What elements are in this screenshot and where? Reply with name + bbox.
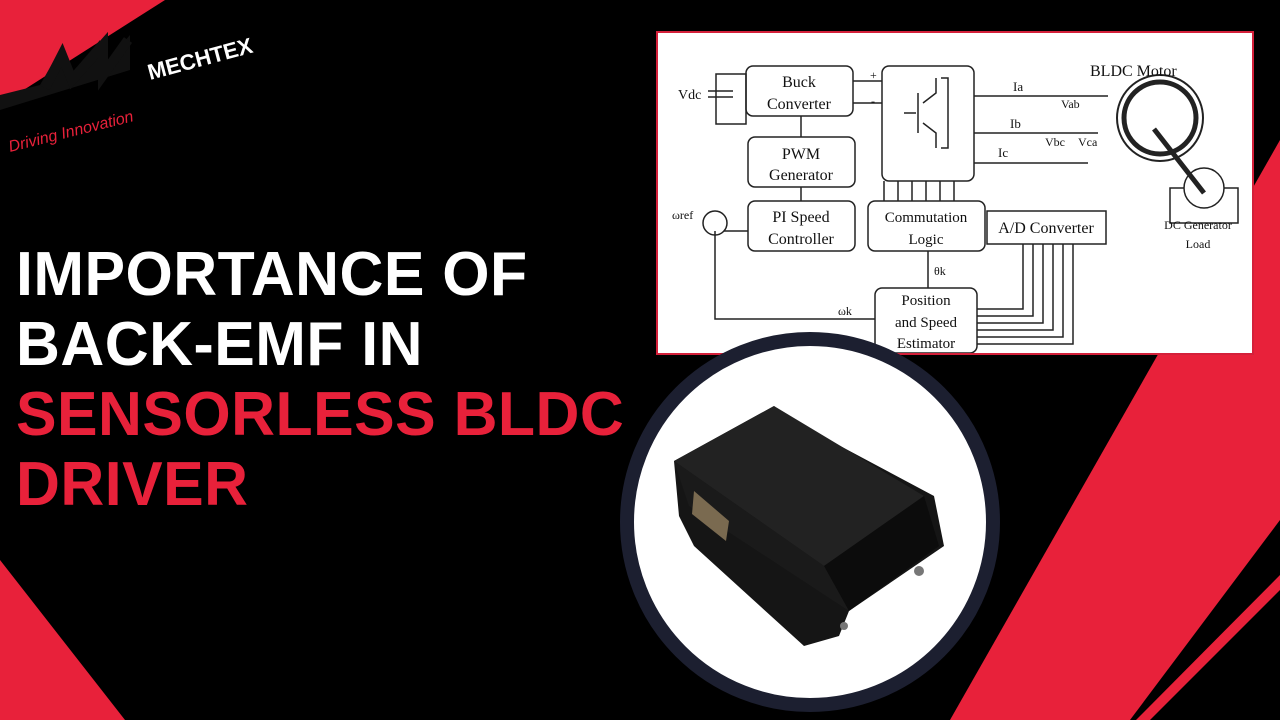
thetak-label: θk bbox=[934, 264, 946, 278]
ia-label: Ia bbox=[1013, 79, 1023, 94]
headline: IMPORTANCE OF BACK-EMF IN SENSORLESS BLD… bbox=[16, 240, 624, 520]
brand-tagline: Driving Innovation bbox=[7, 108, 135, 156]
wk-label: ωk bbox=[838, 304, 852, 318]
wref-label: ωref bbox=[672, 208, 693, 222]
estimator-label-1: Position bbox=[901, 293, 951, 309]
plus-label: + bbox=[870, 68, 877, 82]
commutation-label-1: Commutation bbox=[885, 210, 968, 226]
ic-label: Ic bbox=[998, 145, 1008, 160]
vca-label: Vca bbox=[1078, 135, 1098, 149]
brand-name: MECHTEX bbox=[145, 33, 256, 85]
stripe-right-thin bbox=[1136, 575, 1280, 720]
commutation-label-2: Logic bbox=[909, 232, 944, 248]
stripe-top-left bbox=[0, 0, 165, 105]
bldc-block-diagram: Vdc Buck Converter PWM Generator PI Spee… bbox=[656, 31, 1254, 355]
vab-label: Vab bbox=[1061, 97, 1080, 111]
product-photo-frame bbox=[620, 332, 1000, 712]
estimator-label-3: Estimator bbox=[897, 336, 955, 352]
estimator-label-2: and Speed bbox=[895, 315, 958, 331]
headline-line-3: SENSORLESS BLDC bbox=[16, 380, 625, 449]
buck-label-2: Converter bbox=[767, 96, 832, 113]
stripe-bottom-left bbox=[0, 560, 125, 720]
headline-line-4: DRIVER bbox=[16, 450, 249, 519]
headline-line-1: IMPORTANCE OF bbox=[16, 240, 528, 309]
pi-label-1: PI Speed bbox=[772, 209, 829, 226]
vdc-label: Vdc bbox=[678, 88, 701, 103]
pwm-label-2: Generator bbox=[769, 167, 834, 184]
headline-line-2: BACK-EMF IN bbox=[16, 310, 424, 379]
ib-label: Ib bbox=[1010, 116, 1021, 131]
load-label-2: Load bbox=[1186, 237, 1211, 251]
bldc-driver-device-image bbox=[674, 406, 944, 646]
motor-label: BLDC Motor bbox=[1090, 63, 1177, 80]
mechtex-logo: MECHTEX Driving Innovation bbox=[0, 31, 256, 156]
ad-label: A/D Converter bbox=[998, 220, 1094, 237]
pi-label-2: Controller bbox=[768, 231, 834, 248]
load-label-1: DC Generator bbox=[1164, 218, 1232, 232]
vbc-label: Vbc bbox=[1045, 135, 1065, 149]
minus-label: - bbox=[871, 94, 875, 108]
buck-label-1: Buck bbox=[782, 74, 816, 91]
pwm-label-1: PWM bbox=[782, 146, 820, 163]
